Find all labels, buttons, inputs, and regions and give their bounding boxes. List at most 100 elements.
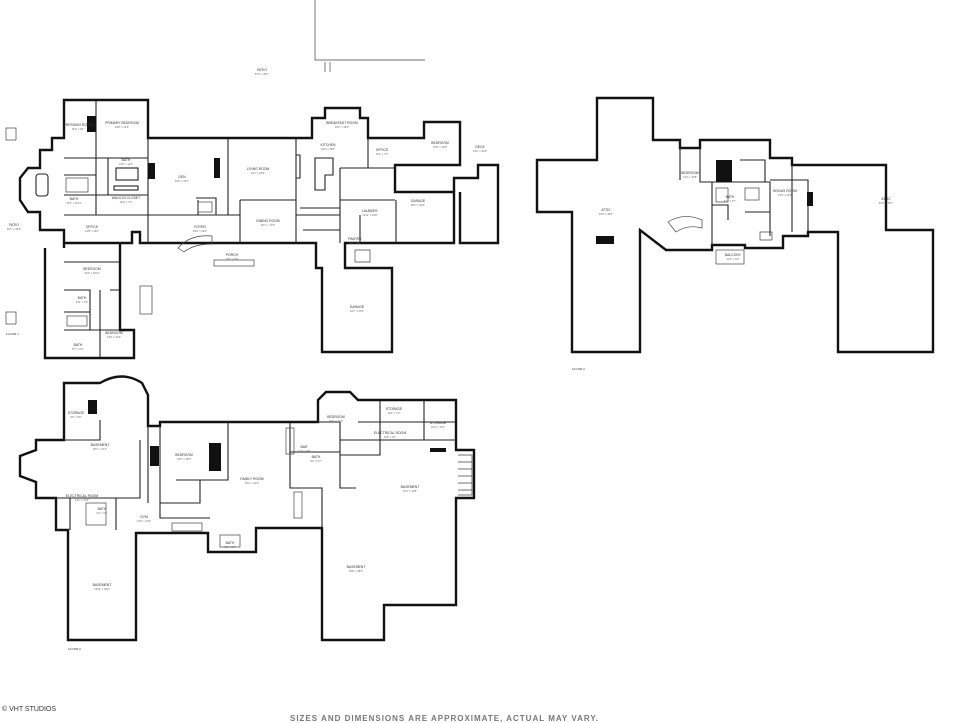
room-label: DECK (475, 145, 485, 149)
room-dims: 29'11" x 18'3" (94, 587, 110, 591)
room-label: BEDROOM (681, 171, 699, 175)
room-dims: 10'1" x 7'4" (388, 411, 401, 415)
room-dims: 11'0" x 9'4" (72, 127, 85, 131)
room-dims: 8'7" x 6'3" (72, 347, 83, 351)
room-label: ELECTRICAL ROOM (374, 431, 406, 435)
room-label: ATTIC (601, 208, 611, 212)
room-label: BEDROOM (175, 453, 193, 457)
room-label: BATH (122, 158, 131, 162)
room-dims: 49'3" x 48'5" (599, 212, 613, 216)
room-label: BREAKFAST ROOM (326, 121, 358, 125)
room-dims: 24'1" x 12'3" (329, 419, 343, 423)
room-label: BALCONY (725, 253, 742, 257)
room-label: BEDROOM (83, 267, 101, 271)
room-dims: 13'1" x 10'9" (75, 498, 89, 502)
room-dims: 13'6" x 11'2" (119, 162, 133, 166)
room-label: PORCH (226, 253, 239, 257)
room-dims: 9'11" x 5'7" (724, 199, 737, 203)
room-dims: 13'9" x 10'4" (107, 335, 121, 339)
room-dims: 23'9" x 19'2" (193, 229, 207, 233)
room-dims: 57'0" x 46'7" (255, 72, 269, 76)
upper-floor-plan: ATTIC 49'3" x 48'5" BEDROOM 14'3" x 13'8… (535, 96, 935, 371)
room-dims: 18'2" x 14'0" (335, 125, 349, 129)
room-label: GYM (140, 515, 148, 519)
room-dims: 13'6" x 9'1" (384, 435, 397, 439)
room-label: BASEMENT (93, 583, 112, 587)
room-label: BASEMENT (401, 485, 420, 489)
room-label: PATIO (9, 223, 19, 227)
room-dims: 19'8" x 14'3" (115, 125, 129, 129)
room-dims: 12'6" x 5'3" (727, 257, 740, 261)
room-dims: 9'3" x 5'2" (349, 241, 360, 245)
room-dims: 13'2" x 10'2" (473, 149, 487, 153)
room-dims: 13'0" x 10'9" (778, 193, 792, 197)
room-label: BEDROOM (431, 141, 449, 145)
room-label: BASEMENT (347, 565, 366, 569)
room-dims: 19'2" x 9'0" (226, 257, 239, 261)
lower-floor-plan: STORAGE 9'0" x 6'5" BASEMENT 39'1" x 21'… (18, 375, 476, 651)
room-label: BATH (70, 197, 79, 201)
floor-label: FLOOR 0 (68, 647, 81, 651)
room-label: ATTIC (881, 197, 891, 201)
room-dims: 24'3" x 19'8" (321, 147, 335, 151)
room-dims: 14'3" x 13'8" (683, 175, 697, 179)
room-dims: 9'4" x 6'3" (96, 511, 107, 515)
room-label: DEN (178, 175, 186, 179)
room-dims: 18'7" x 17'9" (261, 223, 275, 227)
room-label: OFFICE (86, 225, 99, 229)
room-label: STORAGE (68, 411, 85, 415)
room-label: WALK-IN CLOSET (112, 196, 141, 200)
room-dims: 9'11" x 5'3" (76, 300, 89, 304)
room-label: PRIMARY BEDROOM (105, 121, 139, 125)
room-dims: 11'9" x 7'4" (298, 449, 311, 453)
room-dims: 23'7" x 21'9" (350, 309, 364, 313)
room-dims: 52'3" x 45'7" (879, 201, 893, 205)
room-dims: 8'2" x 5'7" (310, 459, 321, 463)
room-label: GARAGE (350, 305, 365, 309)
room-dims: 9'0" x 6'5" (70, 415, 81, 419)
floor-label: FLOOR 1 (6, 332, 19, 336)
room-dims: 26'1" x 24'4" (7, 227, 21, 231)
room-dims: 15'4" x 13'11" (84, 271, 100, 275)
room-dims: 16'1" x 7'5" (376, 152, 389, 156)
room-label: DRESSING ROOM (63, 123, 92, 127)
room-label: OFFICE (376, 148, 389, 152)
room-label: LIVING ROOM (247, 167, 270, 171)
room-label: BASEMENT (91, 443, 110, 447)
room-label: BATH (98, 507, 107, 511)
room-label: BATH (726, 195, 735, 199)
room-label: LAUNDRY (362, 209, 379, 213)
room-dims: 23'8" x 18'9" (349, 569, 363, 573)
room-dims: 9'5" x 6'7" (224, 545, 235, 549)
room-label: BATH (312, 455, 321, 459)
room-dims: 28'1" x 24'3" (411, 203, 425, 207)
floor-label: FLOOR 2 (572, 367, 585, 371)
room-dims: 31'1" x 25'9" (251, 171, 265, 175)
room-label: BATH (226, 541, 235, 545)
room-label: BONUS ROOM (773, 189, 797, 193)
disclaimer-text: SIZES AND DIMENSIONS ARE APPROXIMATE, AC… (290, 714, 599, 723)
room-label: BATH (74, 343, 83, 347)
room-label: STORAGE (386, 407, 403, 411)
room-label: KITCHEN (321, 143, 336, 147)
room-label: DINING ROOM (256, 219, 280, 223)
room-dims: 34'4" x 22'8" (403, 489, 417, 493)
room-label: ELECTRICAL ROOM (66, 494, 98, 498)
room-dims: 15'3" x 10'11" (66, 201, 82, 205)
room-dims: 45'1" x 21'6" (245, 481, 259, 485)
room-dims: 11'11" x 10'8" (362, 213, 377, 217)
room-label: BEDROOM (327, 415, 345, 419)
room-label: PANTRY (348, 237, 362, 241)
room-label: STORAGE (430, 421, 447, 425)
room-dims: 15'2" x 11'0" (431, 425, 445, 429)
room-dims: 15'9" x 14'8" (433, 145, 447, 149)
room-label: GARAGE (411, 199, 426, 203)
main-floor-plan: PATIO 57'0" x 46'7" PRIMARY BEDROOM 19'8… (5, 0, 500, 360)
room-label: BEDROOM (105, 331, 123, 335)
room-dims: 19'0" x 16'5" (177, 457, 191, 461)
room-label: PATIO (257, 68, 267, 72)
room-dims: 13'9" x 12'6" (137, 519, 151, 523)
room-label: FOYER (194, 225, 206, 229)
room-dims: 39'1" x 21'4" (93, 447, 107, 451)
